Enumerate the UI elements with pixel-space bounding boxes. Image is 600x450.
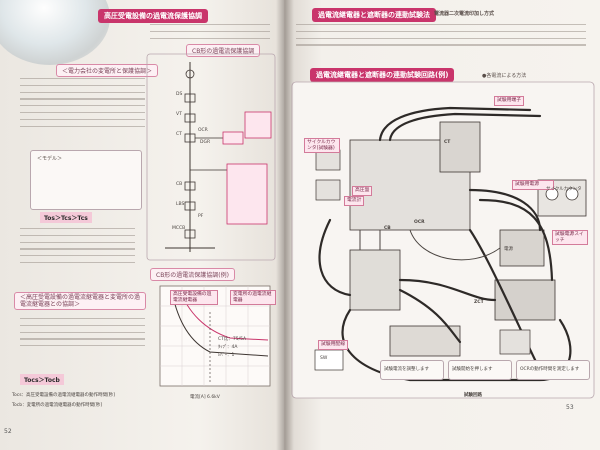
method-label: ●各電流による方法 — [482, 73, 527, 79]
book-gutter — [276, 0, 294, 450]
right-page-number: 53 — [566, 404, 574, 411]
left-column-text-1 — [20, 78, 145, 132]
single-line-diagram — [146, 53, 276, 261]
spec-lever: ﾚﾊﾞｰ：1 — [218, 353, 235, 358]
test-circuit-diagram — [291, 81, 595, 399]
intro-text-lines — [150, 24, 270, 44]
label-ocr: OCR — [198, 128, 208, 133]
label-cb: CB — [384, 226, 391, 231]
callout-test-terminal: 試験用端子 — [494, 96, 524, 106]
note-2: 試験開始を押します — [452, 367, 493, 372]
note-box-3: OCRの動作時間を測定します — [516, 360, 590, 380]
top-heading: 高圧受電設備の過電流保護協調 — [98, 9, 208, 23]
left-page-number: 52 — [4, 428, 12, 435]
left-column-text-3 — [20, 318, 145, 352]
right-page: 過電流継電器と遮断器の連動試験法 電流器二次電流印加し方式 過電流継電器と遮断器… — [284, 0, 600, 450]
label-vt: VT — [176, 112, 182, 117]
callout-hv-panel: 高圧盤 — [352, 186, 373, 196]
section-heading: ＜電力会社の変電所と保護協調＞ — [56, 64, 159, 77]
diagram-box-left: ＜モデル＞ — [30, 150, 142, 210]
test-circuit-caption: 試験回路 — [464, 393, 482, 398]
spec-tap: ﾀｯﾌﾟ：4A — [218, 345, 238, 350]
label-power: 電源 — [504, 247, 513, 252]
label-cycle-counter: サイクルカウンタ — [546, 187, 582, 192]
sub-heading: 過電流継電器と遮断器の連動試験回路(例) — [310, 68, 455, 82]
callout-test-switch: 試験電源スイッチ — [552, 230, 588, 246]
formula-2: Tocs＞Tocb — [20, 374, 64, 385]
label-mccb: MCCB — [172, 226, 186, 231]
lower-heading: ＜高圧受電設備の過電流継電器と変電所の過電流継電器との協調＞ — [14, 292, 146, 310]
label-cb: CB — [176, 182, 183, 187]
footnote-2: Tocb：変電所の過電流継電器の動作時間[秒] — [12, 403, 103, 408]
label-switch: SW — [320, 356, 328, 361]
chart-xlabel: 電流[A] 6.6kV — [190, 395, 220, 400]
callout-ammeter: 電流計 — [344, 196, 365, 206]
label-pf: PF — [198, 214, 204, 219]
callout-test-wiring: 試験用配線 — [318, 340, 348, 350]
callout-test-power: 試験用電源 — [512, 180, 554, 190]
label-ct: CT — [444, 140, 451, 145]
note-3: OCRの動作時間を測定します — [520, 367, 580, 372]
spec-ct-ratio: CT比：75/5A — [218, 337, 247, 342]
label-ocr: OCR — [414, 220, 425, 225]
model-label: ＜モデル＞ — [37, 156, 63, 162]
label-ds: DS — [176, 92, 183, 97]
note-box-2: 試験開始を押します — [448, 360, 512, 380]
label-dgr: DGR — [200, 140, 211, 145]
label-lbs: LBS — [176, 202, 185, 207]
callout-ocr-substation: 変電所の過電流継電器 — [230, 290, 276, 306]
label-ct: CT — [176, 132, 182, 137]
note-box-1: 試験電流を調整します — [380, 360, 444, 380]
callout-ocr-customer: 高圧受電設備の過電流継電器 — [170, 290, 218, 306]
left-column-text-2 — [20, 228, 135, 269]
header-right: 電流器二次電流印加し方式 — [434, 11, 495, 17]
footnote-1: Tocs：高圧受電設備の過電流継電器の動作時間[秒] — [12, 393, 116, 398]
chart-title: CB形の過電流保護協調(例) — [150, 268, 235, 281]
label-zct: ZCT — [474, 300, 484, 305]
callout-cycle-counter: サイクルカウンタ(試験器) — [304, 138, 340, 154]
main-heading: 過電流継電器と遮断器の連動試験法 — [312, 8, 436, 22]
glass-object — [0, 0, 110, 65]
formula-1: Tos＞Tcs＞Tcs — [40, 212, 92, 223]
right-intro-text — [296, 24, 586, 51]
left-page: 高圧受電設備の過電流保護協調 CB形の過電流保護協調 ＜電力会社の変電所と保護協… — [0, 0, 284, 450]
note-1: 試験電流を調整します — [384, 367, 429, 372]
